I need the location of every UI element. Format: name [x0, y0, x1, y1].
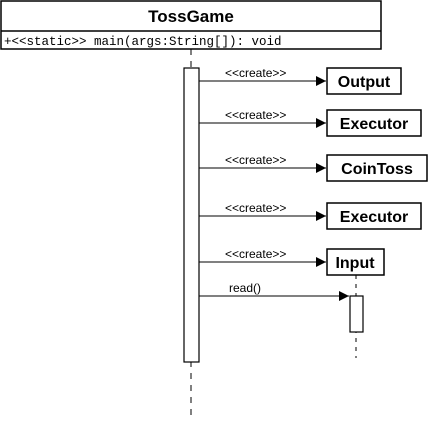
object-label: Executor: [340, 209, 408, 226]
class-box: [0, 0, 382, 50]
message-label: <<create>>: [225, 247, 286, 261]
object-executor-2[interactable]: Executor: [326, 202, 422, 230]
message-label: <<create>>: [225, 66, 286, 80]
object-box: [326, 202, 422, 230]
class-tossgame[interactable]: TossGame +<<static>> main(args:String[])…: [0, 0, 382, 50]
message-label: <<create>>: [225, 201, 286, 215]
object-label: Output: [338, 74, 391, 91]
object-input[interactable]: Input: [326, 248, 385, 276]
object-box: [326, 248, 385, 276]
object-label: CoinToss: [341, 161, 413, 178]
message-create-input: <<create>>: [199, 247, 326, 267]
object-executor-1[interactable]: Executor: [326, 109, 422, 137]
object-box: [326, 67, 402, 95]
object-box: [326, 154, 428, 182]
message-create-executor-2: <<create>>: [199, 201, 326, 221]
message-create-executor-1: <<create>>: [199, 108, 326, 128]
object-box: [326, 109, 422, 137]
tossgame-activation-bar: [183, 67, 200, 363]
object-cointoss[interactable]: CoinToss: [326, 154, 428, 182]
class-name: TossGame: [148, 7, 234, 26]
object-output[interactable]: Output: [326, 67, 402, 95]
message-create-output: <<create>>: [199, 66, 326, 86]
message-label: read(): [229, 281, 261, 295]
message-label: <<create>>: [225, 108, 286, 122]
object-label: Executor: [340, 116, 408, 133]
message-create-cointoss: <<create>>: [199, 153, 326, 173]
message-read: read(): [199, 281, 349, 301]
object-label: Input: [335, 255, 375, 272]
message-label: <<create>>: [225, 153, 286, 167]
class-operation: +<<static>> main(args:String[]): void: [4, 35, 282, 49]
input-activation-bar: [349, 295, 364, 333]
